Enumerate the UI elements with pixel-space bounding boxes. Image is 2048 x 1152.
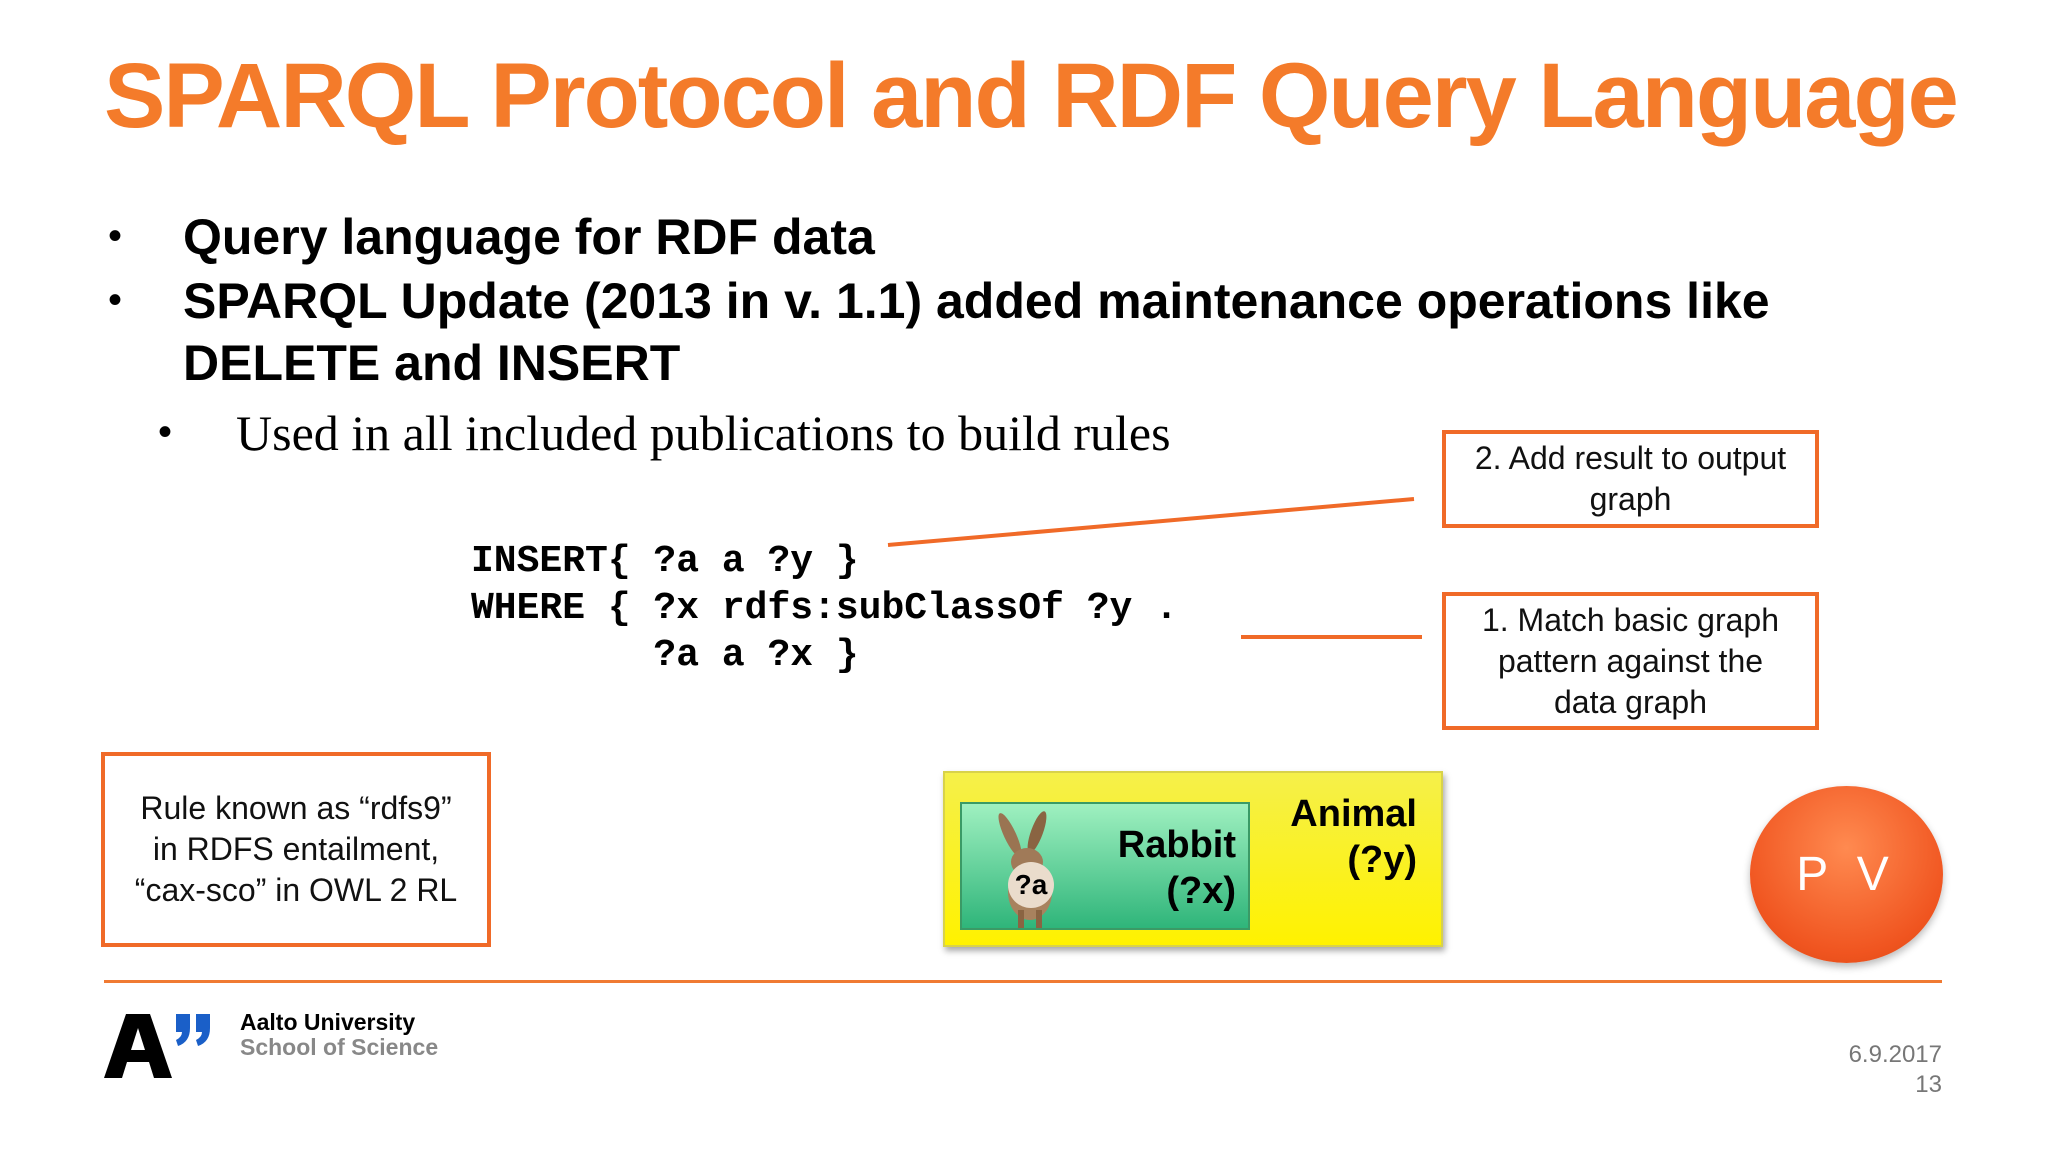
sub-bullet: Used in all included publications to bui… xyxy=(236,405,1171,461)
university-name: Aalto University School of Science xyxy=(240,1010,438,1060)
bullet-2-cont: DELETE and INSERT xyxy=(183,335,681,391)
callout-step1: 1. Match basic graph pattern against the… xyxy=(1442,592,1819,730)
bullet-2: SPARQL Update (2013 in v. 1.1) added mai… xyxy=(183,273,1770,329)
school-text: School of Science xyxy=(240,1034,439,1060)
slide-title: SPARQL Protocol and RDF Query Language xyxy=(104,45,1959,147)
animal-label: Animal(?y) xyxy=(1290,791,1417,883)
slide-footer-info: 6.9.2017 13 xyxy=(1849,1040,1942,1100)
code-line: INSERT{ ?a a ?y } xyxy=(471,540,859,583)
code-line: WHERE { ?x rdfs:subClassOf ?y . xyxy=(471,587,1178,630)
connector-insert xyxy=(887,497,1415,547)
slide-date: 6.9.2017 xyxy=(1848,1041,1942,1068)
bullet-marker: • xyxy=(108,278,123,322)
bullet-marker: • xyxy=(108,214,123,258)
callout-step2: 2. Add result to output graph xyxy=(1442,430,1819,528)
animal-text: Animal xyxy=(1290,793,1417,835)
rabbit-label: Rabbit(?x) xyxy=(1118,822,1236,914)
aalto-logo-icon xyxy=(104,1014,210,1078)
rabbit-var: (?x) xyxy=(1166,870,1236,912)
rabbit-class-box: ?a Rabbit(?x) xyxy=(960,802,1250,930)
bullet-marker: • xyxy=(158,410,173,454)
footer-divider xyxy=(104,980,1942,983)
callout-rule: Rule known as “rdfs9” in RDFS entailment… xyxy=(101,752,491,947)
code-line: ?a a ?x } xyxy=(471,634,859,677)
university-text: Aalto University xyxy=(240,1009,416,1035)
instance-var: ?a xyxy=(1008,862,1054,908)
sparql-code: INSERT{ ?a a ?y }WHERE { ?x rdfs:subClas… xyxy=(471,538,1178,679)
presenter-badge: P V xyxy=(1750,786,1943,963)
rabbit-text: Rabbit xyxy=(1117,824,1236,866)
animal-var: (?y) xyxy=(1347,839,1417,881)
bullet-1: Query language for RDF data xyxy=(183,209,875,265)
slide-number: 13 xyxy=(1915,1071,1942,1098)
